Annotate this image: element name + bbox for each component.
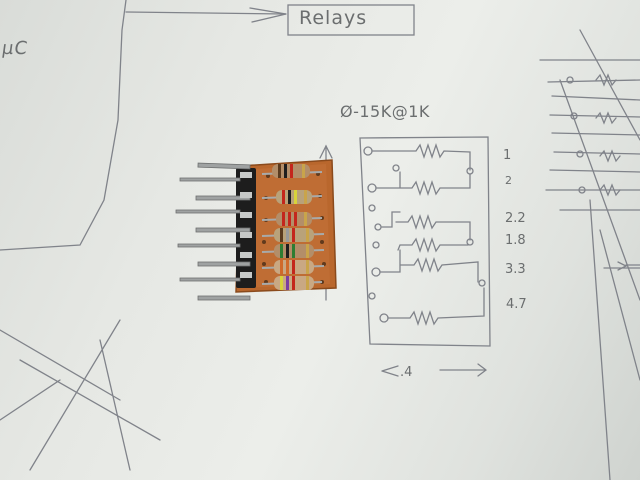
resistor-value-label: 2.2	[505, 211, 526, 226]
schematic-resistor-6	[387, 287, 485, 327]
relay-arrow-head	[249, 7, 287, 23]
sketch-trace-line	[0, 0, 127, 251]
resistor-value-label: 4.7	[506, 297, 527, 312]
resistance-range-label: Ø-15K@1K	[340, 102, 430, 121]
schematic-resistor-5	[379, 249, 479, 283]
schematic-resistor-3	[381, 211, 471, 241]
microcontroller-label: μC	[0, 38, 30, 59]
resistor-4	[261, 228, 325, 242]
relays-label: Relays	[299, 7, 368, 29]
dimension-arrow-head	[319, 144, 333, 159]
resistor-5	[261, 244, 325, 258]
right-sketch-arrows	[603, 261, 640, 271]
bottom-left-scribbles	[0, 319, 161, 471]
right-sketch-lines	[539, 59, 640, 211]
header-pins	[175, 162, 256, 301]
relay-arrow-line	[125, 11, 287, 15]
schematic-node	[363, 146, 373, 156]
schematic-resistor-1	[371, 142, 471, 171]
schematic-outline	[359, 136, 491, 347]
resistor-1	[261, 164, 323, 178]
resistor-7	[261, 276, 323, 290]
resistor-value-label: 3.3	[505, 262, 526, 277]
relays-box	[287, 4, 415, 36]
resistor-6	[261, 260, 325, 274]
resistor-value-label: 2	[505, 174, 512, 187]
resistor-2	[261, 190, 323, 204]
spacing-arrow	[381, 363, 488, 377]
schematic-resistor-4	[397, 236, 469, 254]
right-sketch-resistors	[595, 73, 621, 197]
resistor-value-label: 1.8	[505, 233, 526, 248]
resistor-stack	[261, 164, 325, 290]
resistor-3	[261, 212, 323, 226]
resistor-value-label: 1	[503, 148, 512, 163]
spacing-label: .4	[400, 365, 413, 380]
schematic-resistor-2	[375, 171, 471, 197]
